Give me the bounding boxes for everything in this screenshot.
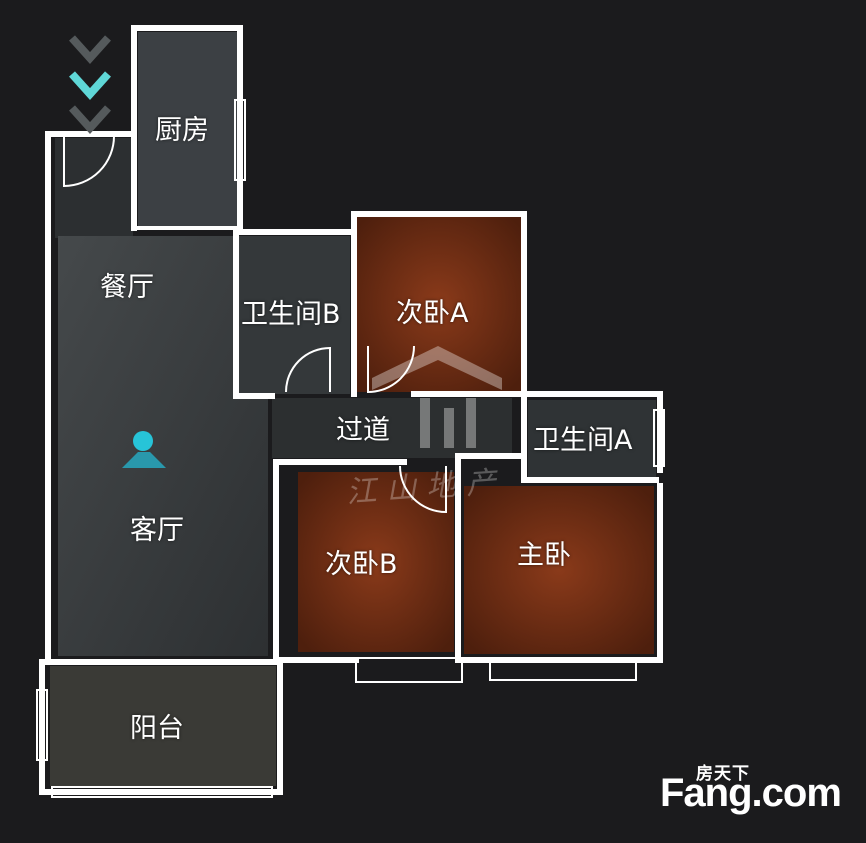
entrance-arrow-icon xyxy=(69,35,111,134)
room-label-master: 主卧 xyxy=(517,540,571,571)
bath-a-floor xyxy=(528,400,656,478)
bath-b-floor xyxy=(240,236,350,394)
walls xyxy=(39,25,663,795)
wall-kitchen xyxy=(131,25,243,231)
corridor-floor xyxy=(272,398,512,458)
entry-floor xyxy=(55,138,133,238)
room-label-living: 客厅 xyxy=(130,515,184,546)
window-balcony-left xyxy=(36,689,48,761)
master-floor xyxy=(464,486,654,654)
position-marker-icon xyxy=(122,431,166,468)
window-master xyxy=(489,657,637,681)
door-bedroom-a xyxy=(367,345,415,394)
room-label-bedroom-a: 次卧A xyxy=(396,298,469,329)
fang-logo: 房天下 Fang.com xyxy=(660,759,850,829)
window-balcony-bottom xyxy=(51,786,273,798)
wall-bath-b xyxy=(233,229,275,399)
window-kitchen xyxy=(234,99,246,181)
logo-cn: 房天下 xyxy=(696,764,750,784)
floors xyxy=(50,32,656,786)
window-bedroom-b xyxy=(355,657,463,683)
wall-balcony xyxy=(39,659,283,795)
room-label-balcony: 阳台 xyxy=(130,713,184,744)
door-bedroom-b xyxy=(399,465,447,514)
doors xyxy=(63,135,447,514)
room-label-bath-b: 卫生间B xyxy=(241,299,341,330)
room-label-corridor: 过道 xyxy=(336,415,390,446)
wall-bedroom-a xyxy=(351,211,527,393)
balcony-floor xyxy=(50,666,276,786)
window-bath-a xyxy=(653,409,665,467)
bedroom-a-floor xyxy=(356,214,522,392)
logo-en: Fang.com xyxy=(660,771,842,815)
wall-outer-left xyxy=(45,131,137,665)
bedroom-b-floor xyxy=(298,472,454,652)
door-entrance xyxy=(63,135,115,188)
windows xyxy=(36,99,665,798)
door-bath-b xyxy=(285,346,331,393)
wall-master xyxy=(455,483,663,663)
room-label-kitchen: 厨房 xyxy=(155,115,209,146)
wall-bedroom-b xyxy=(273,459,407,663)
kitchen-floor xyxy=(138,32,240,226)
watermark-logo xyxy=(372,346,502,448)
room-label-bath-a: 卫生间A xyxy=(533,425,633,456)
wall-bath-a xyxy=(521,391,663,473)
room-label-dining: 餐厅 xyxy=(100,272,154,303)
room-label-bedroom-b: 次卧B xyxy=(325,549,398,580)
